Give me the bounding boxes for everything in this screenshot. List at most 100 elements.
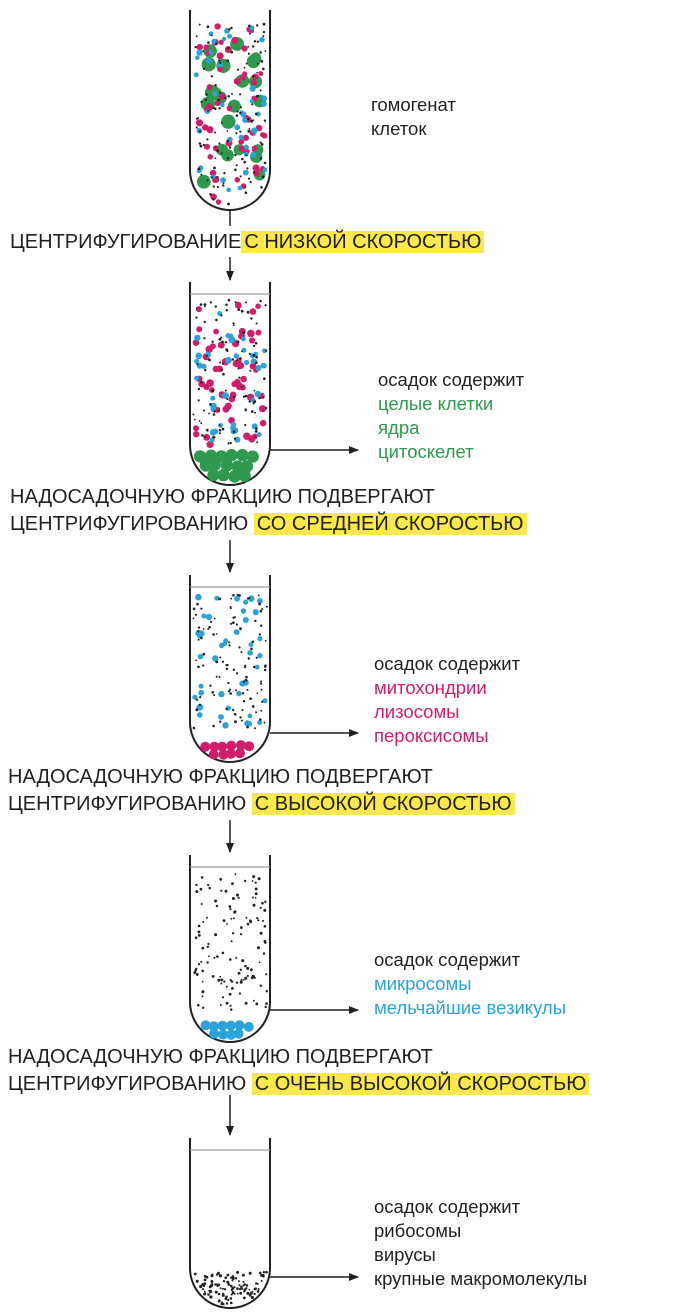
- supernatant-microsome: [222, 392, 229, 399]
- supernatant-small-particle: [193, 617, 195, 619]
- pellet-mitochondria: [217, 742, 227, 752]
- supernatant-small-particle: [212, 725, 215, 728]
- homogenate-small-particle: [223, 172, 225, 174]
- homogenate-microsome: [259, 37, 264, 42]
- supernatant-small-particle: [255, 342, 258, 345]
- supernatant-small-particle: [255, 436, 257, 438]
- pellet-ribosome: [218, 1293, 220, 1295]
- supernatant-small-particle: [214, 618, 216, 620]
- supernatant-small-particle: [256, 657, 258, 659]
- homogenate-small-particle: [213, 167, 216, 170]
- supernatant-small-particle: [219, 976, 221, 978]
- pellet-ribosome: [257, 1290, 260, 1293]
- pellet-mitochondria: [244, 741, 254, 751]
- supernatant-small-particle: [253, 1000, 255, 1002]
- tube2-label: осадок содержит целые клетки ядра цитоск…: [378, 368, 524, 464]
- supernatant-small-particle: [201, 947, 204, 950]
- supernatant-small-particle: [258, 397, 260, 399]
- supernatant-small-particle: [201, 990, 204, 993]
- pellet-ribosome: [232, 1275, 235, 1278]
- homogenate-microsome: [249, 85, 255, 91]
- supernatant-small-particle: [195, 317, 197, 319]
- supernatant-microsome: [253, 609, 259, 615]
- homogenate-small-particle: [264, 120, 266, 122]
- supernatant-small-particle: [235, 301, 237, 303]
- homogenate-small-particle: [237, 110, 239, 112]
- supernatant-microsome: [195, 594, 202, 601]
- supernatant-small-particle: [208, 359, 211, 362]
- supernatant-small-particle: [200, 608, 202, 610]
- pellet-ribosome: [246, 1292, 249, 1295]
- homogenate-small-particle: [221, 152, 223, 154]
- supernatant-small-particle: [264, 722, 266, 724]
- homogenate-small-particle: [260, 60, 263, 63]
- homogenate-organelle: [243, 135, 249, 141]
- homogenate-small-particle: [223, 183, 225, 185]
- supernatant-small-particle: [220, 983, 222, 985]
- supernatant-small-particle: [238, 972, 241, 975]
- supernatant-small-particle: [253, 666, 255, 668]
- supernatant-microsome: [236, 691, 241, 696]
- supernatant-small-particle: [216, 905, 218, 907]
- homogenate-small-particle: [217, 186, 219, 188]
- tube5-label: осадок содержит рибосомы вирусы крупные …: [374, 1195, 587, 1291]
- supernatant-small-particle: [209, 685, 211, 687]
- supernatant-small-particle: [265, 350, 267, 352]
- pellet-ribosome: [263, 1271, 265, 1273]
- supernatant-small-particle: [235, 957, 237, 959]
- supernatant-small-particle: [222, 661, 224, 663]
- homogenate-nucleus: [221, 115, 235, 129]
- supernatant-small-particle: [219, 432, 221, 434]
- supernatant-small-particle: [231, 940, 233, 942]
- supernatant-small-particle: [228, 442, 230, 444]
- supernatant-small-particle: [203, 410, 205, 412]
- homogenate-organelle: [251, 80, 257, 86]
- supernatant-small-particle: [249, 370, 251, 372]
- supernatant-microsome: [210, 396, 215, 401]
- supernatant-small-particle: [240, 979, 242, 981]
- supernatant-small-particle: [233, 396, 235, 398]
- homogenate-small-particle: [248, 128, 250, 130]
- homogenate-small-particle: [236, 164, 238, 166]
- homogenate-small-particle: [252, 45, 254, 47]
- supernatant-small-particle: [193, 971, 196, 974]
- supernatant-microsome: [241, 608, 246, 613]
- homogenate-small-particle: [202, 50, 204, 52]
- supernatant-small-particle: [254, 727, 256, 729]
- tube3-label-header: осадок содержит: [374, 652, 520, 676]
- supernatant-small-particle: [252, 875, 255, 878]
- supernatant-small-particle: [239, 992, 241, 994]
- supernatant-microsome: [257, 720, 262, 725]
- supernatant-small-particle: [260, 985, 262, 987]
- supernatant-small-particle: [255, 888, 258, 891]
- supernatant-small-particle: [247, 689, 249, 691]
- homogenate-microsome: [194, 72, 199, 77]
- homogenate-small-particle: [247, 130, 250, 133]
- supernatant-small-particle: [228, 641, 230, 643]
- supernatant-small-particle: [226, 986, 228, 988]
- supernatant-small-particle: [241, 959, 244, 962]
- homogenate-small-particle: [197, 117, 199, 119]
- homogenate-microsome: [212, 91, 217, 96]
- pellet-ribosome: [209, 1295, 212, 1298]
- supernatant-small-particle: [220, 979, 223, 982]
- pellet-ribosome: [259, 1272, 262, 1275]
- supernatant-small-particle: [207, 943, 209, 945]
- homogenate-small-particle: [260, 142, 262, 144]
- supernatant-small-particle: [244, 965, 247, 968]
- pellet-ribosome: [204, 1279, 207, 1282]
- supernatant-small-particle: [226, 664, 228, 666]
- supernatant-small-particle: [236, 894, 239, 897]
- supernatant-microsome: [206, 614, 212, 620]
- supernatant-microsome: [243, 600, 248, 605]
- supernatant-small-particle: [256, 441, 258, 443]
- supernatant-small-particle: [216, 955, 218, 957]
- homogenate-small-particle: [263, 31, 265, 33]
- supernatant-small-particle: [225, 348, 228, 351]
- supernatant-small-particle: [239, 627, 242, 630]
- supernatant-small-particle: [216, 676, 218, 678]
- supernatant-organelle: [218, 342, 225, 349]
- supernatant-small-particle: [219, 721, 221, 723]
- supernatant-small-particle: [217, 979, 220, 982]
